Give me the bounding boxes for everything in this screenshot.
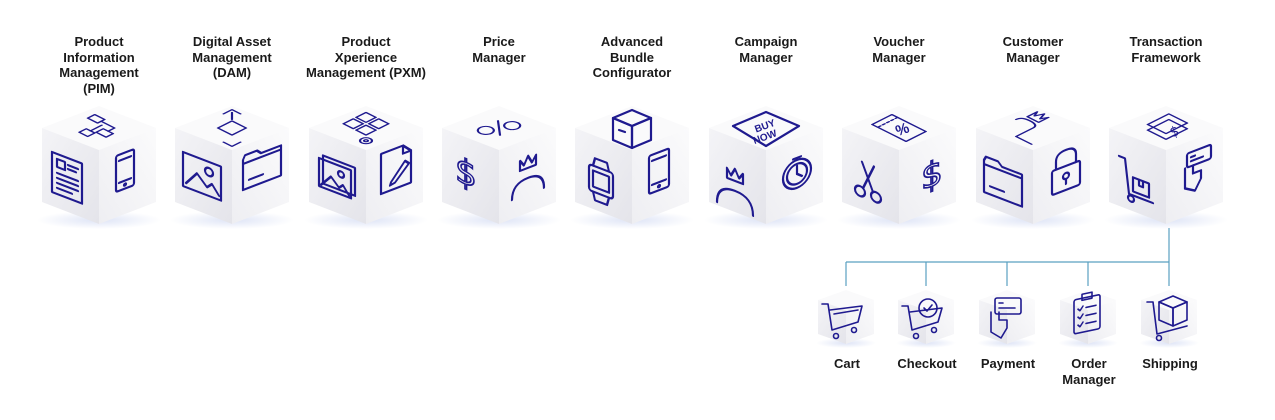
sub-module-label: Payment (980, 356, 1036, 371)
module-title: Digital Asset Management (DAM) (192, 34, 272, 80)
payment-cube-icon (977, 290, 1037, 348)
svg-text:$: $ (921, 151, 943, 199)
transaction-cube-icon: $ (1104, 106, 1228, 229)
shipping-cube-icon (1139, 290, 1199, 348)
svg-text:$: $ (455, 149, 477, 197)
sub-module-label: Shipping (1142, 356, 1198, 371)
module-title: Transaction Framework (1129, 34, 1203, 65)
module-title: Customer Manager (1002, 34, 1064, 65)
pim-cube-icon (37, 106, 161, 229)
order-manager-cube-icon (1058, 290, 1118, 348)
bundle-cube-icon (570, 106, 694, 229)
svg-text:%: % (893, 120, 911, 141)
module-title: Product Xperience Management (PXM) (306, 34, 426, 80)
pxm-cube-icon (304, 106, 428, 229)
sub-module-label: Checkout (897, 356, 957, 371)
cart-cube-icon (816, 290, 876, 348)
customer-cube-icon (971, 106, 1095, 229)
dam-cube-icon (170, 106, 294, 229)
campaign-cube-icon: BUY NOW (704, 106, 828, 229)
price-cube-icon: $ (437, 106, 561, 229)
module-title: Product Information Management (PIM) (59, 34, 139, 96)
sub-module-label: Order Manager (1062, 356, 1116, 387)
voucher-cube-icon: % $ (837, 106, 961, 229)
module-title: Voucher Manager (872, 34, 926, 65)
sub-module-label: Cart (833, 356, 860, 371)
module-title: Advanced Bundle Configurator (592, 34, 672, 80)
module-title: Campaign Manager (734, 34, 798, 65)
checkout-cube-icon (896, 290, 956, 348)
module-title: Price Manager (472, 34, 526, 65)
